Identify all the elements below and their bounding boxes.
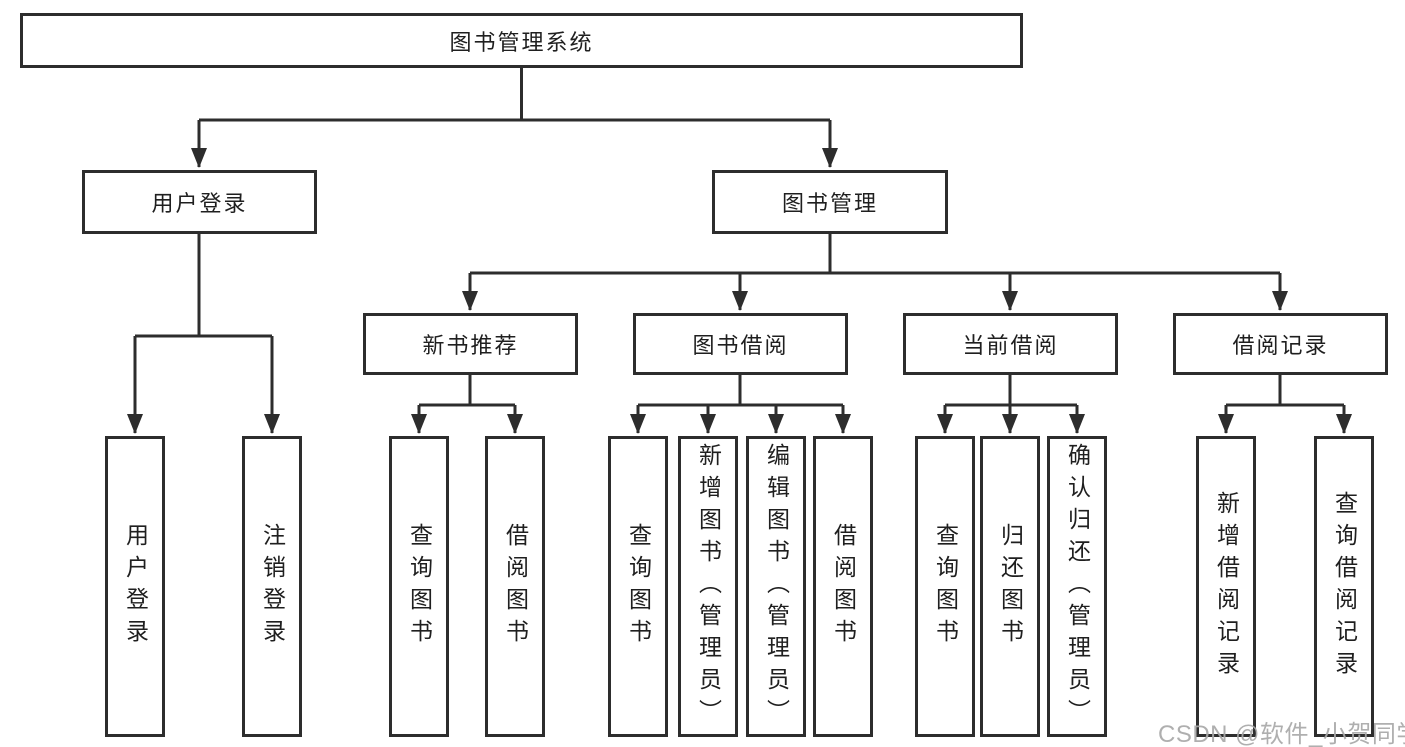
node-book-borrowing-label: 图书借阅 [692,333,789,358]
node-leaf-logout-label: 注销登录 [259,522,286,651]
node-leaf-return-books-label: 归还图书 [997,522,1024,651]
node-leaf-query-books-current: 查询图书 [915,436,975,737]
node-leaf-query-borrow-record: 查询借阅记录 [1314,436,1374,737]
node-leaf-borrow-books-label: 借阅图书 [830,522,857,651]
node-leaf-query-books-current-label: 查询图书 [932,522,959,651]
node-leaf-query-borrow-record-label: 查询借阅记录 [1331,490,1358,683]
node-borrowing-records: 借阅记录 [1173,313,1388,375]
node-user-login: 用户登录 [82,170,317,234]
node-current-borrowing: 当前借阅 [903,313,1118,375]
node-leaf-borrow-books: 借阅图书 [813,436,873,737]
node-new-book-recommendation: 新书推荐 [363,313,578,375]
node-user-login-label: 用户登录 [151,191,248,216]
node-new-book-recommendation-label: 新书推荐 [422,333,519,358]
node-root-system: 图书管理系统 [20,13,1023,68]
node-book-management-label: 图书管理 [781,191,878,216]
node-leaf-user-login: 用户登录 [105,436,165,737]
node-leaf-confirm-return-admin-label: 确认归还（管理员） [1064,442,1091,731]
node-leaf-add-borrow-record: 新增借阅记录 [1196,436,1256,737]
node-root-label: 图书管理系统 [449,29,594,55]
node-leaf-logout: 注销登录 [242,436,302,737]
node-leaf-add-books-admin: 新增图书（管理员） [678,436,738,737]
node-leaf-query-books-borrowing-label: 查询图书 [625,522,652,651]
node-leaf-edit-books-admin-label: 编辑图书（管理员） [763,442,790,731]
node-book-management: 图书管理 [712,170,948,234]
node-leaf-query-books-recommend-label: 查询图书 [406,522,433,651]
node-leaf-borrow-books-recommend-label: 借阅图书 [502,522,529,651]
node-leaf-add-borrow-record-label: 新增借阅记录 [1213,490,1240,683]
watermark: CSDN @软件_小贺同学 [1158,721,1405,747]
node-leaf-query-books-recommend: 查询图书 [389,436,449,737]
node-leaf-borrow-books-recommend: 借阅图书 [485,436,545,737]
node-current-borrowing-label: 当前借阅 [962,333,1059,358]
node-leaf-return-books: 归还图书 [980,436,1040,737]
node-leaf-add-books-admin-label: 新增图书（管理员） [695,442,722,731]
node-leaf-confirm-return-admin: 确认归还（管理员） [1047,436,1107,737]
node-book-borrowing: 图书借阅 [633,313,848,375]
node-leaf-edit-books-admin: 编辑图书（管理员） [746,436,806,737]
node-leaf-user-login-label: 用户登录 [122,522,149,651]
node-borrowing-records-label: 借阅记录 [1232,333,1329,358]
node-leaf-query-books-borrowing: 查询图书 [608,436,668,737]
